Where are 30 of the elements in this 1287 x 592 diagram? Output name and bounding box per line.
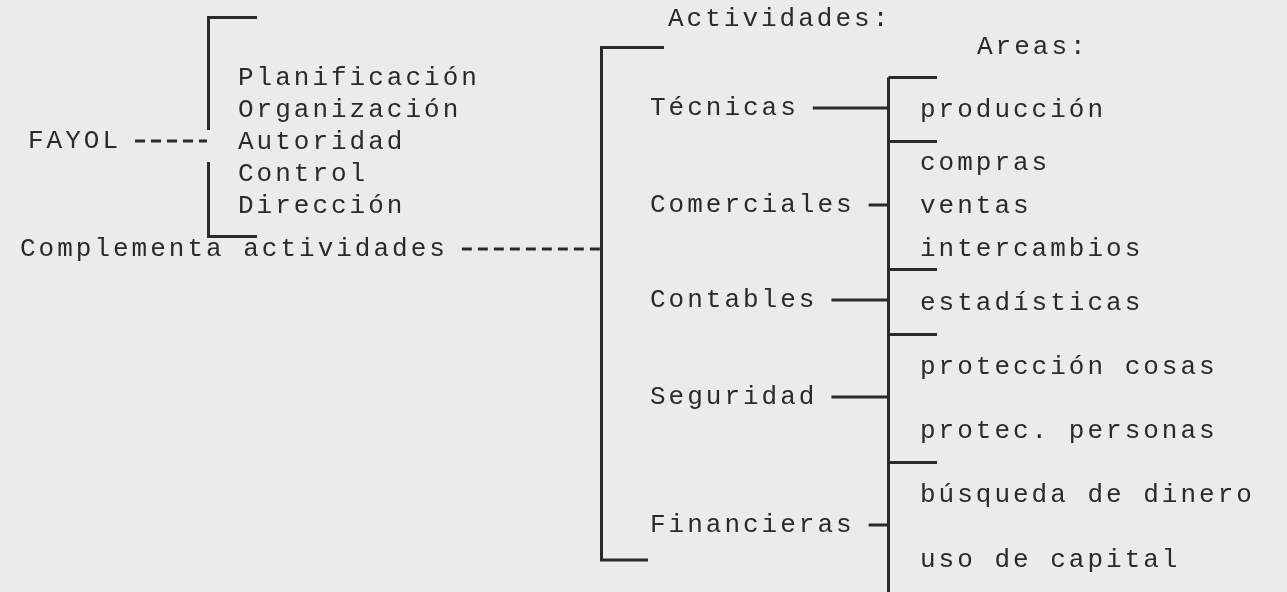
function-item: Planificación [238,62,480,94]
function-item: Dirección [238,190,407,222]
connector-line [461,247,600,251]
function-item: Control [238,158,370,190]
function-item: Organización [238,94,463,126]
item-label: Seguridad [650,380,818,414]
connector-line [868,203,887,207]
area-label: ventas [920,190,1033,222]
area-label: intercambios [920,232,1145,265]
area-label: producción [920,94,1108,126]
item-label: Comerciales [650,188,855,222]
connector-line [135,139,207,143]
item-label: Financieras [650,508,855,542]
group-heading: Areas: [977,31,1089,64]
connector-line [868,523,887,527]
item-label: Técnicas [650,91,799,125]
connector-line [831,395,887,399]
area-label: compras [920,147,1052,180]
area-label: uso de capital [920,543,1182,576]
connector-line [812,106,887,110]
item-label: FAYOL [28,124,121,158]
area-label: protec. personas [920,415,1219,447]
group-heading: Actividades: [668,3,892,36]
connector-line [831,298,887,302]
area-label: búsqueda de dinero [920,479,1256,512]
item-label: Complementa actividades [20,232,448,266]
function-item: Autoridad [238,126,407,158]
area-label: protección cosas [920,351,1219,383]
item-label: Contables [650,283,818,317]
area-label: estadísticas [920,286,1145,319]
